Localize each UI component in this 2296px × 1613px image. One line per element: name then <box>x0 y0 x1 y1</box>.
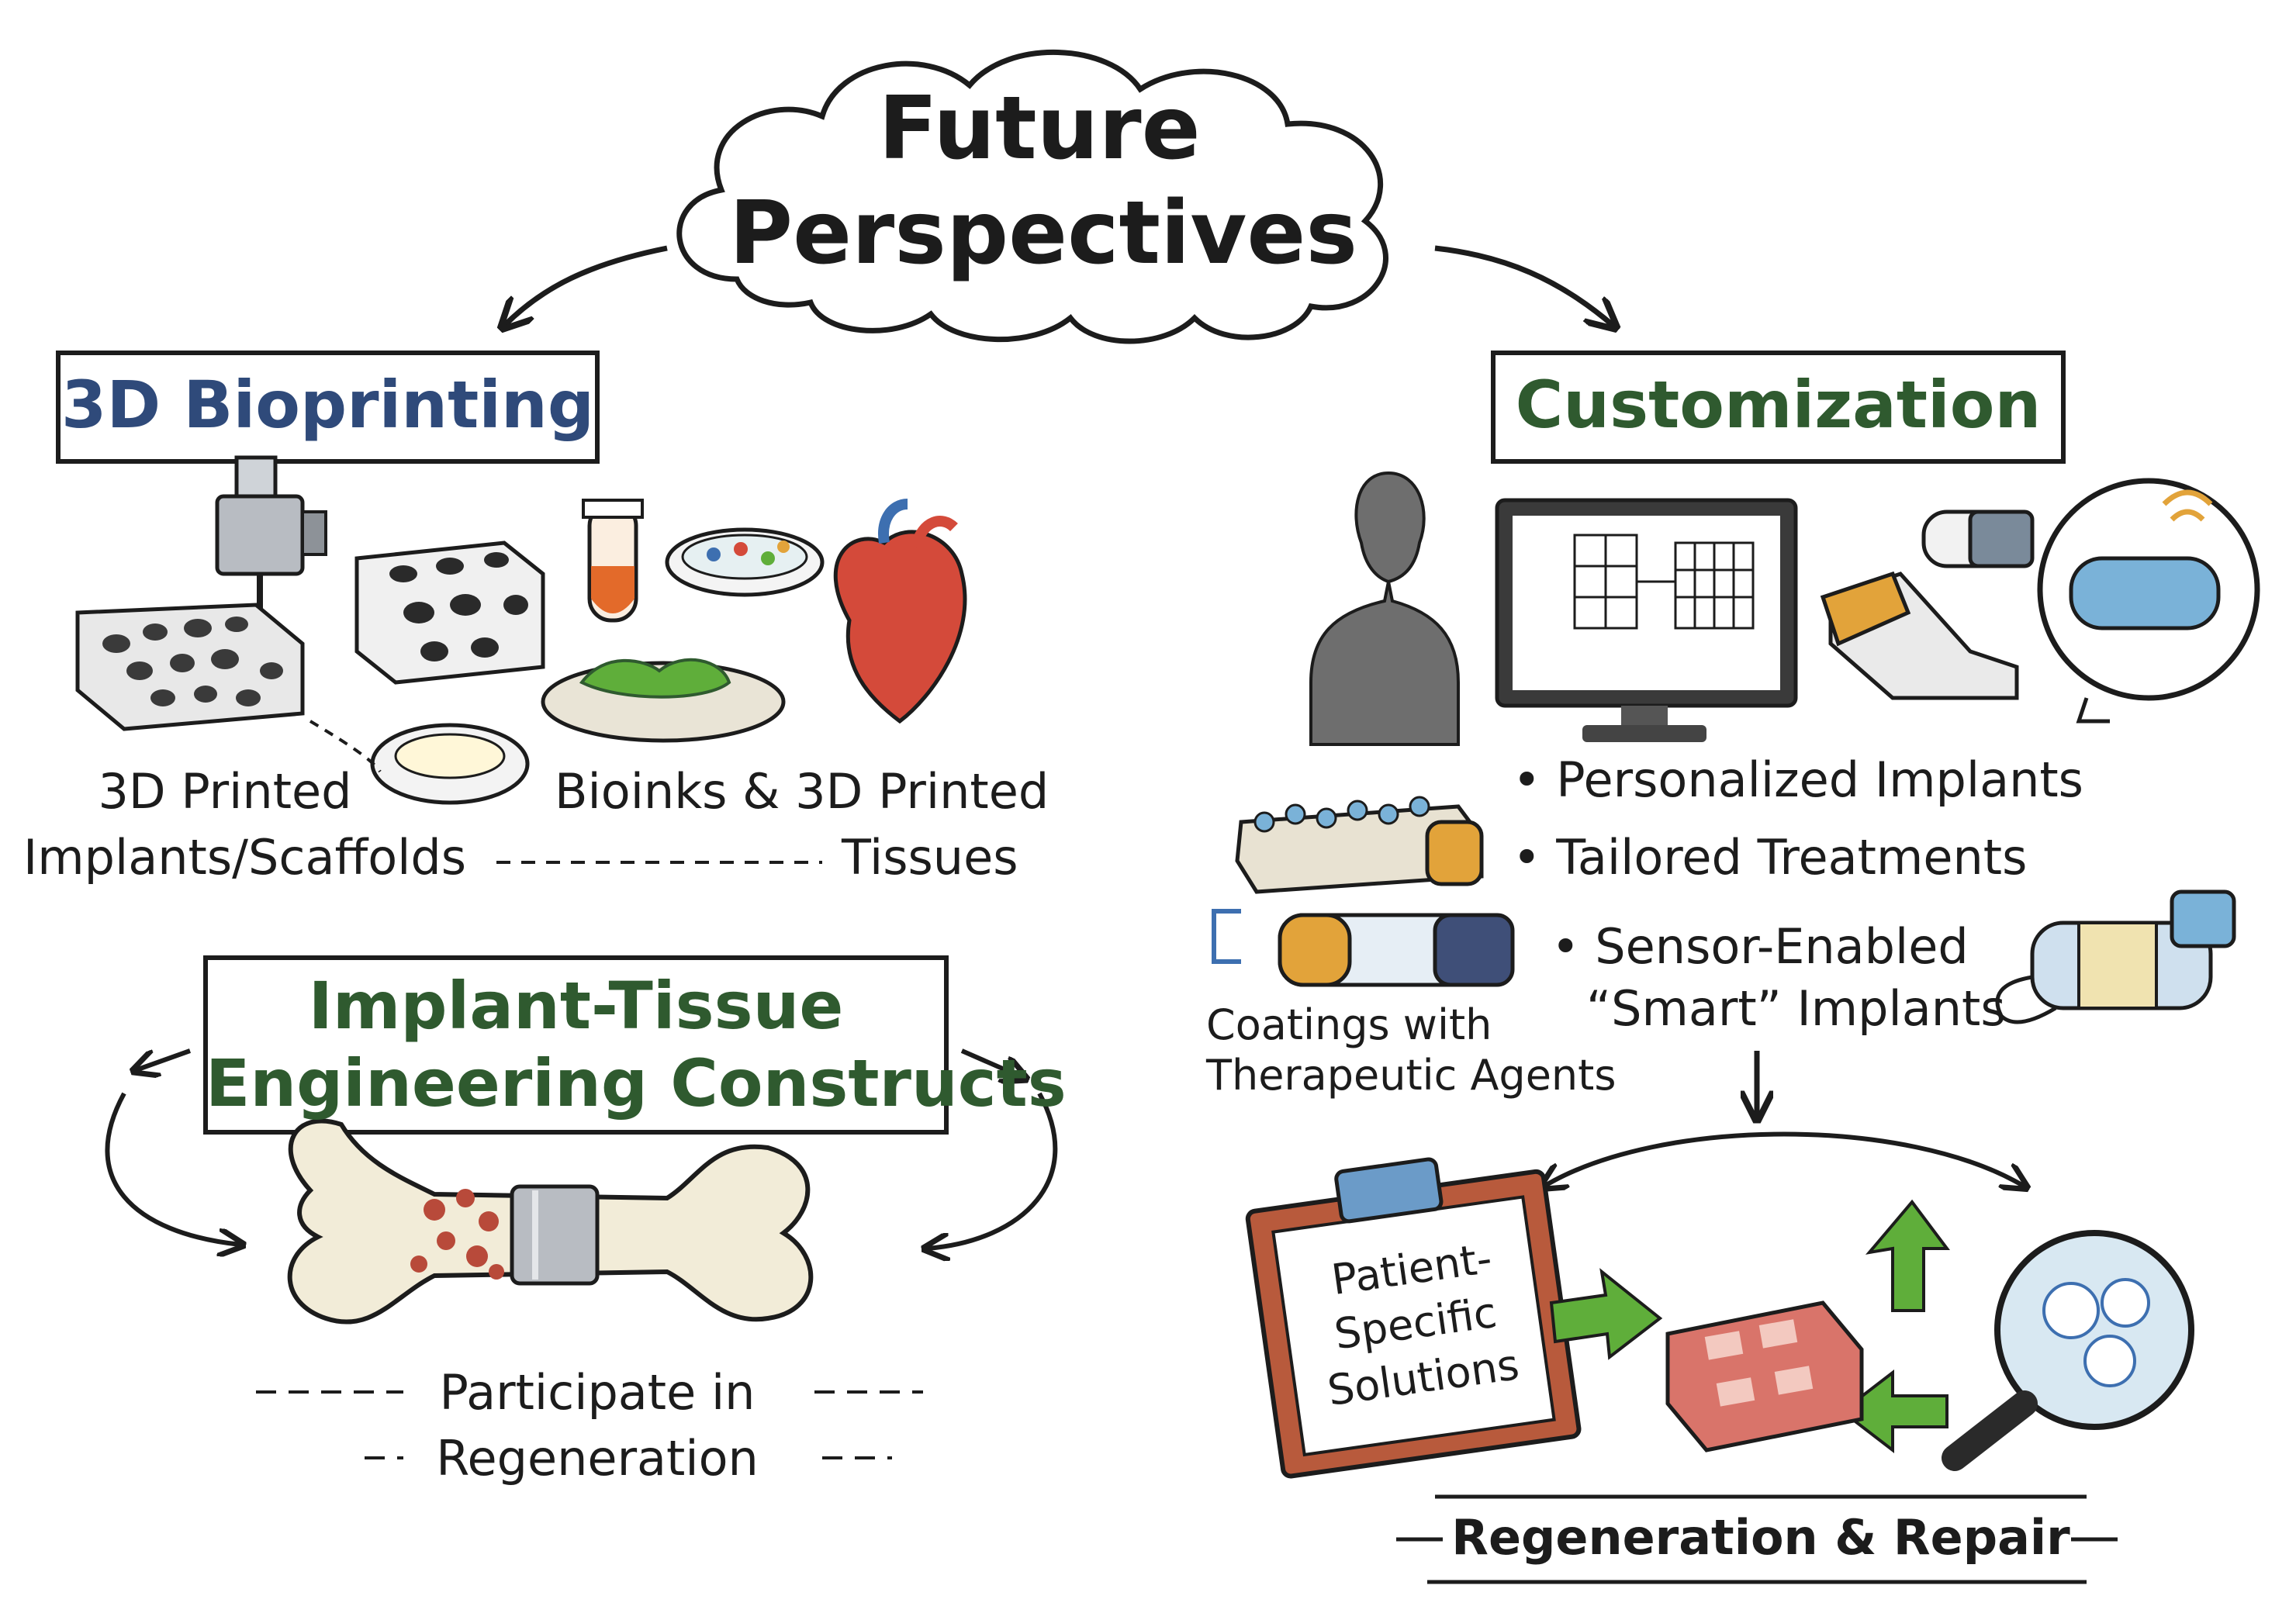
title-line-1: Future <box>878 78 1201 179</box>
bullet-tailored-treatments: Tailored Treatments <box>1513 834 2027 882</box>
implants-label-line-2: Implants/Scaffolds <box>23 829 467 886</box>
constructs-header-line-1: Implant-Tissue <box>308 968 844 1044</box>
regeneration-label-line-2: Regeneration <box>436 1430 759 1487</box>
dental-implant-icon <box>1235 796 1484 894</box>
scaffold-cube-icon <box>354 541 545 685</box>
green-arrow-right <box>1549 1268 1663 1360</box>
constructs-header-box <box>203 955 949 1135</box>
construct-arrow-right-curve <box>927 1092 1058 1249</box>
magnifier-cells-icon <box>1942 1230 2194 1471</box>
implants-label-line-1: 3D Printed <box>98 763 352 820</box>
regeneration-repair-footer: Regeneration & Repair <box>1451 1509 2070 1566</box>
computer-monitor-icon <box>1495 498 1798 742</box>
prosthetic-foot-icon <box>1820 571 2019 700</box>
customization-header-box <box>1491 351 2066 464</box>
scaffold-block-icon <box>75 603 305 731</box>
customization-header: Customization <box>1515 367 2042 443</box>
construct-arrow-left-curve <box>105 1092 240 1245</box>
regeneration-label-line-1: Participate in <box>439 1364 756 1421</box>
bioprinting-header-box <box>56 351 600 464</box>
bioprinter-nozzle-icon <box>215 455 327 620</box>
constructs-header-line-2: Engineering Constructs <box>206 1045 1067 1121</box>
coatings-label-line-1: Coatings with <box>1206 1000 1492 1049</box>
green-arrow-up <box>1865 1199 1950 1312</box>
green-arrow-left <box>1839 1369 1948 1454</box>
arrow-to-customization <box>1434 245 1613 326</box>
title-line-2: Perspectives <box>729 183 1358 284</box>
arrow-double-curve <box>1544 1131 2025 1187</box>
tissues-label-line-1: Bioinks & 3D Printed <box>555 763 1049 820</box>
coatings-label-line-2: Therapeutic Agents <box>1206 1051 1617 1100</box>
bone-implant-icon <box>287 1118 814 1325</box>
tissue-patch-icon <box>1665 1300 1864 1452</box>
smart-implants-line: “Smart” Implants <box>1586 980 2006 1037</box>
printed-disc-icon <box>370 723 530 805</box>
title-cloud <box>676 49 1388 344</box>
printed-tissue-plate-icon <box>541 658 786 743</box>
bioink-test-tube-icon <box>582 499 644 623</box>
sensor-device-icon <box>1921 509 2035 568</box>
heart-icon <box>833 499 967 724</box>
clipboard-icon <box>1245 1157 1582 1479</box>
petri-dish-icon <box>665 527 825 597</box>
construct-arrow-left-top <box>136 1048 192 1070</box>
bioprinting-header: 3D Bioprinting <box>61 367 594 443</box>
bullet-sensor-enabled: Sensor-Enabled <box>1551 923 1968 971</box>
magnified-implant-icon <box>2037 478 2260 724</box>
person-silhouette-icon <box>1309 471 1460 746</box>
dashed-connector <box>309 720 382 773</box>
construct-arrow-right-top <box>960 1048 1024 1078</box>
arrow-to-bioprinting <box>504 245 668 326</box>
bullet-personalized-implants: Personalized Implants <box>1513 756 2083 804</box>
smart-implant-icon <box>1995 889 2236 1024</box>
coated-implant-icon <box>1212 909 1515 987</box>
tissues-label-line-2: Tissues <box>842 829 1018 886</box>
